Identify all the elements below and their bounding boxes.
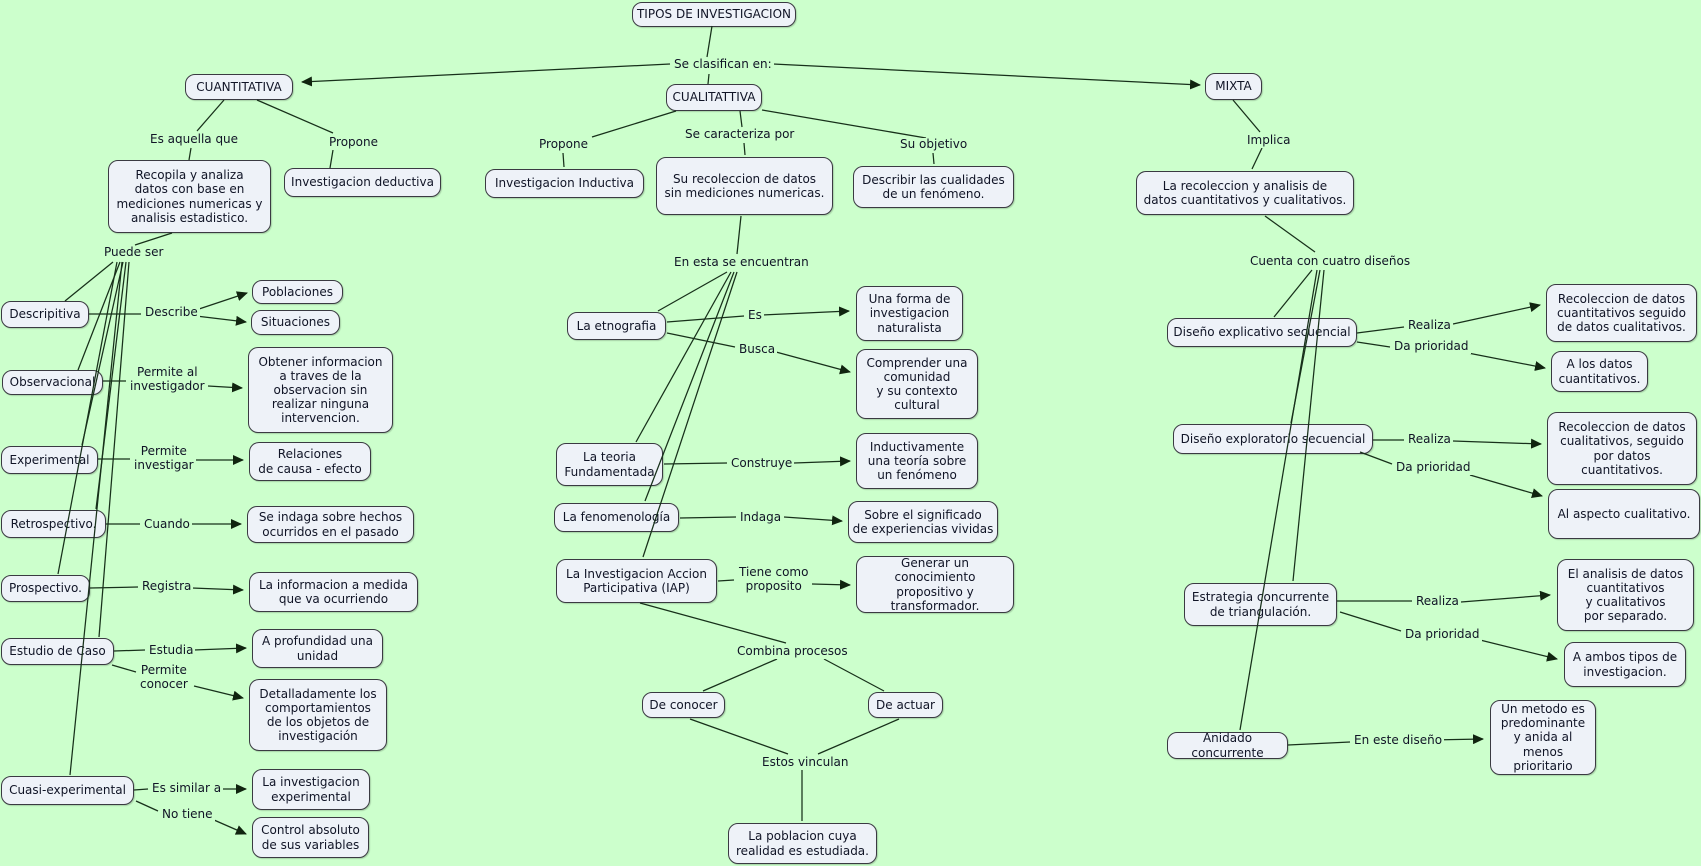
concept-una-forma[interactable]: Una forma de investigacion naturalista: [856, 286, 963, 341]
concept-estudio-de-caso[interactable]: Estudio de Caso: [1, 638, 114, 665]
link-estudia: Estudia: [147, 643, 196, 658]
concept-indaga-hechos-pasado[interactable]: Se indaga sobre hechos ocurridos en el p…: [247, 506, 414, 543]
link-se-clasifican: Se clasifican en:: [672, 57, 774, 72]
concept-un-metodo-predominante[interactable]: Un metodo es predominante y anida al men…: [1490, 700, 1596, 775]
concept-retrospectivo[interactable]: Retrospectivo.: [1, 510, 106, 538]
link-cuenta-cuatro-disenos: Cuenta con cuatro diseños: [1248, 254, 1413, 269]
link-combina-procesos: Combina procesos: [735, 644, 850, 659]
link-implica: Implica: [1245, 133, 1293, 148]
concept-investigacion-deductiva[interactable]: Investigacion deductiva: [284, 168, 441, 197]
link-describe: Describe: [143, 305, 200, 320]
link-se-caracteriza: Se caracteriza por: [683, 127, 797, 142]
link-propone-mid: Propone: [537, 137, 590, 152]
concept-observacional[interactable]: Observacional: [2, 370, 103, 395]
link-tiene-como-proposito: Tiene como proposito: [737, 565, 811, 594]
concept-root-title[interactable]: TIPOS DE INVESTIGACION: [632, 2, 796, 27]
concept-significado-experiencias[interactable]: Sobre el significado de experiencias viv…: [848, 501, 998, 543]
concept-a-ambos-tipos[interactable]: A ambos tipos de investigacion.: [1564, 642, 1686, 687]
link-en-esta-se-encuentran: En esta se encuentran: [672, 255, 811, 270]
link-cuando: Cuando: [142, 517, 192, 532]
concept-poblaciones[interactable]: Poblaciones: [252, 280, 343, 304]
concept-teoria-fundamentada[interactable]: La teoria Fundamentada: [556, 443, 663, 486]
concept-diseno-exploratorio[interactable]: Diseño exploratorio secuencial: [1173, 424, 1373, 454]
concept-detalladamente[interactable]: Detalladamente los comportamientos de lo…: [249, 679, 387, 751]
concept-recoleccion-mixta[interactable]: La recoleccion y analisis de datos cuant…: [1136, 171, 1354, 215]
link-permite-al-investigador: Permite al investigador: [128, 365, 207, 394]
concept-profundidad-unidad[interactable]: A profundidad una unidad: [252, 629, 383, 668]
link-da-prioridad-3: Da prioridad: [1403, 627, 1482, 642]
concept-su-recoleccion[interactable]: Su recoleccion de datos sin mediciones n…: [656, 157, 833, 215]
concept-descripitiva[interactable]: Descripitiva: [1, 301, 89, 328]
link-realiza-3: Realiza: [1414, 594, 1461, 609]
link-realiza-2: Realiza: [1406, 432, 1453, 447]
concept-recopila[interactable]: Recopila y analiza datos con base en med…: [108, 160, 271, 233]
concept-obtener-informacion[interactable]: Obtener informacion a traves de la obser…: [248, 347, 393, 433]
link-es-similar-a: Es similar a: [150, 781, 224, 796]
concept-control-absoluto[interactable]: Control absoluto de sus variables: [252, 817, 369, 858]
link-construye: Construye: [729, 456, 795, 471]
concept-al-aspecto-cualitativo[interactable]: Al aspecto cualitativo.: [1548, 489, 1700, 539]
link-busca: Busca: [737, 342, 778, 357]
concept-de-conocer[interactable]: De conocer: [642, 692, 725, 718]
link-realiza-1: Realiza: [1406, 318, 1453, 333]
concept-investigacion-inductiva[interactable]: Investigacion Inductiva: [485, 169, 644, 198]
link-es: Es: [746, 308, 764, 323]
link-propone-izq: Propone: [327, 135, 380, 150]
concept-cualitattiva[interactable]: CUALITATTIVA: [666, 84, 762, 111]
concept-fenomenologia[interactable]: La fenomenología: [554, 503, 679, 532]
link-en-este-diseno: En este diseño: [1352, 733, 1445, 748]
concept-analisis-por-separado[interactable]: El analisis de datos cuantitativos y cua…: [1557, 559, 1694, 631]
concept-relaciones-causa-efecto[interactable]: Relaciones de causa - efecto: [249, 442, 371, 481]
concept-etnografia[interactable]: La etnografia: [567, 312, 666, 340]
concept-inductivamente-teoria[interactable]: Inductivamente una teoría sobre un fenóm…: [856, 433, 978, 489]
link-da-prioridad-2: Da prioridad: [1394, 460, 1473, 475]
concept-poblacion-estudiada[interactable]: La poblacion cuya realidad es estudiada.: [728, 823, 877, 864]
link-registra: Registra: [140, 579, 194, 594]
concept-experimental[interactable]: Experimental: [1, 446, 98, 474]
link-su-objetivo: Su objetivo: [898, 137, 970, 152]
concept-de-actuar[interactable]: De actuar: [868, 692, 943, 718]
concept-cuasi-experimental[interactable]: Cuasi-experimental: [1, 776, 134, 805]
concept-generar-conocimiento[interactable]: Generar un conocimiento propositivo y tr…: [856, 556, 1014, 613]
concept-a-los-datos[interactable]: A los datos cuantitativos.: [1551, 351, 1648, 392]
link-estos-vinculan: Estos vinculan: [760, 755, 851, 770]
link-da-prioridad-1: Da prioridad: [1392, 339, 1471, 354]
concept-estrategia-concurrente[interactable]: Estrategia concurrente de triangulación.: [1184, 583, 1337, 626]
link-indaga: Indaga: [738, 510, 784, 525]
concept-recoleccion-cualitativos[interactable]: Recoleccion de datos cualitativos, segui…: [1547, 412, 1697, 485]
concept-mixta[interactable]: MIXTA: [1205, 73, 1262, 100]
concept-iap[interactable]: La Investigacion Accion Participativa (I…: [556, 559, 717, 603]
concept-comprender-comunidad[interactable]: Comprender una comunidad y su contexto c…: [856, 349, 978, 419]
concept-recoleccion-cuantitativos[interactable]: Recoleccion de datos cuantitativos segui…: [1546, 284, 1697, 342]
concept-informacion-a-medida[interactable]: La informacion a medida que va ocurriend…: [249, 572, 418, 612]
concept-diseno-explicativo[interactable]: Diseño explicativo secuencial: [1167, 318, 1357, 347]
concept-anidado-concurrente[interactable]: Anidado concurrente: [1167, 731, 1288, 760]
concept-prospectivo[interactable]: Prospectivo.: [1, 575, 90, 602]
concept-describir-cualidades[interactable]: Describir las cualidades de un fenómeno.: [853, 166, 1014, 208]
link-no-tiene: No tiene: [160, 807, 215, 822]
concept-situaciones[interactable]: Situaciones: [251, 310, 340, 335]
link-permite-conocer: Permite conocer: [138, 663, 190, 692]
link-permite-investigar: Permite investigar: [132, 444, 196, 473]
link-puede-ser: Puede ser: [102, 245, 166, 260]
link-es-aquella-que: Es aquella que: [148, 132, 241, 147]
concept-cuantitativa[interactable]: CUANTITATIVA: [185, 74, 293, 100]
concept-investigacion-experimental[interactable]: La investigacion experimental: [252, 769, 370, 810]
